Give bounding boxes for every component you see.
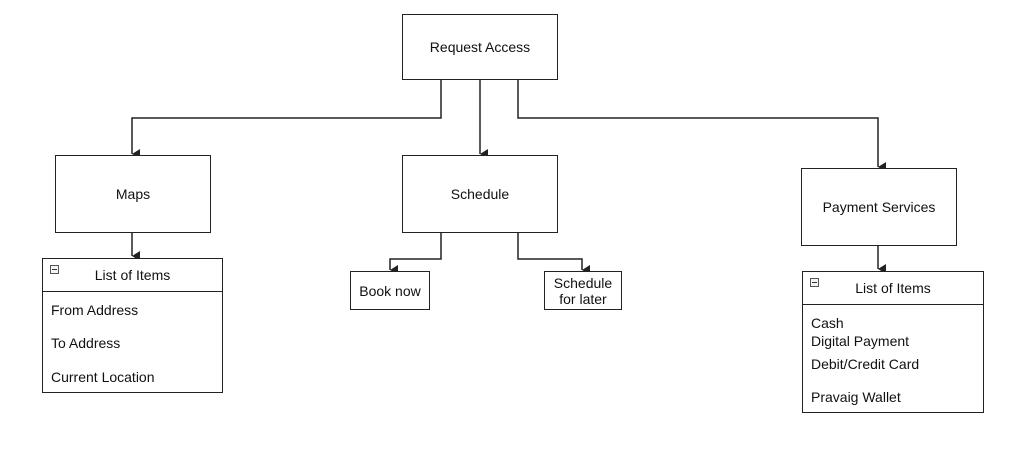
list-item[interactable]: Current Location: [51, 369, 155, 385]
list-item[interactable]: To Address: [51, 335, 121, 351]
payment-services-node[interactable]: Payment Services: [801, 168, 957, 246]
schedule-label: Schedule: [450, 186, 510, 202]
maps-list: List of Items From Address To Address Cu…: [42, 258, 223, 393]
connector-schedule-to-book-now: [389, 233, 442, 275]
collapse-icon[interactable]: [810, 278, 819, 287]
schedule-node[interactable]: Schedule: [402, 155, 558, 233]
maps-list-title: List of Items: [94, 267, 171, 283]
payment-list-header: List of Items: [803, 272, 983, 305]
request-access-label: Request Access: [429, 39, 531, 55]
book-now-label: Book now: [359, 282, 421, 299]
maps-list-header: List of Items: [43, 259, 222, 292]
payment-services-label: Payment Services: [822, 199, 936, 215]
schedule-later-label: Schedule for later: [553, 274, 613, 307]
collapse-icon[interactable]: [50, 265, 59, 274]
payment-list: List of Items Cash Digital Payment Debit…: [802, 271, 984, 413]
payment-list-title: List of Items: [855, 280, 931, 296]
list-item[interactable]: Cash: [811, 315, 844, 331]
connector-root-to-payment: [517, 80, 886, 172]
connector-root-to-maps: [131, 80, 442, 159]
maps-label: Maps: [115, 186, 151, 202]
schedule-later-node[interactable]: Schedule for later: [544, 271, 622, 310]
list-item[interactable]: Digital Payment: [811, 333, 910, 349]
request-access-node[interactable]: Request Access: [402, 14, 558, 80]
connector-schedule-to-later: [517, 233, 590, 275]
maps-node[interactable]: Maps: [55, 155, 211, 233]
list-item[interactable]: From Address: [51, 302, 139, 318]
list-item[interactable]: Debit/Credit Card: [811, 356, 920, 372]
list-item[interactable]: Pravaig Wallet: [811, 389, 901, 405]
book-now-node[interactable]: Book now: [350, 271, 430, 310]
